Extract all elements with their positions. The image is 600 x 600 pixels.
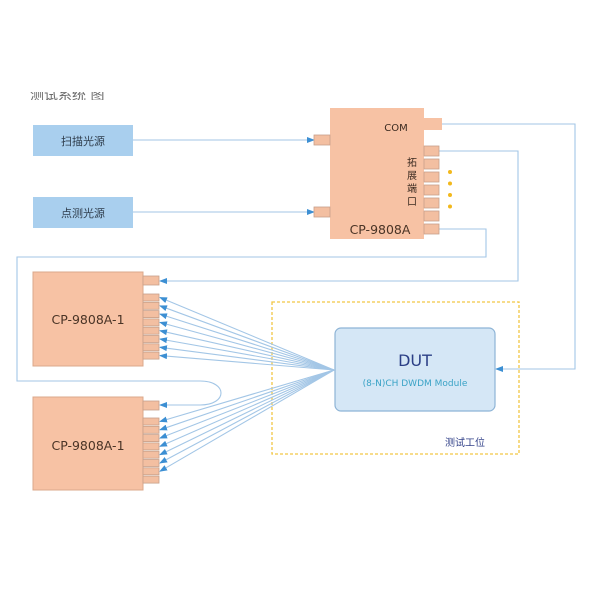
expansion-port-2[interactable] — [423, 158, 440, 170]
sub-switch-2-top-port[interactable] — [142, 400, 160, 411]
expansion-port-3[interactable] — [423, 171, 440, 183]
main-switch[interactable]: COM 拓 展 端 口 CP-9808A — [330, 108, 442, 239]
expansion-label-char-4: 口 — [407, 197, 417, 208]
source-sweep[interactable]: 扫描光源 — [33, 125, 133, 156]
sub-switch-2-model: CP-9808A-1 — [51, 438, 124, 453]
dut-title: DUT — [398, 351, 432, 370]
sub-switch-2-channel-port-6[interactable] — [142, 459, 160, 467]
expansion-port-4[interactable] — [423, 184, 440, 196]
sub-switch-1-channel-port-2[interactable] — [142, 301, 160, 310]
wire-dut-to-sub2-ch3 — [159, 369, 335, 439]
wire-dut-to-sub1-ch7 — [159, 345, 335, 371]
source-sweep-label: 扫描光源 — [61, 134, 105, 148]
diagram-title: 测试系统 图 — [30, 88, 104, 104]
sub-switch-1-body[interactable] — [32, 271, 144, 367]
source-point[interactable]: 点测光源 — [33, 197, 133, 228]
main-input-port-1[interactable] — [313, 134, 331, 146]
wire-dut-to-sub2-ch1 — [159, 369, 335, 423]
wire-dut-to-sub2-ch5 — [159, 369, 335, 456]
sub-switch-1-model: CP-9808A-1 — [51, 312, 124, 327]
sub-switch-2-channel-port-7[interactable] — [142, 467, 160, 476]
dut-subtitle: (8-N)CH DWDM Module — [363, 379, 468, 389]
wire-exp7-to-sub2 — [16, 228, 487, 408]
sub-switch-2-channel-port-1[interactable] — [142, 417, 160, 426]
sub-switch-2-body[interactable] — [32, 396, 144, 491]
sub-switch-2-channel-port-3[interactable] — [142, 434, 160, 443]
sub-switch-2-channel-port-4[interactable] — [142, 442, 160, 451]
source-sweep-box[interactable] — [33, 125, 133, 156]
source-point-label: 点测光源 — [61, 206, 105, 220]
sub-switch-2-channel-port-8[interactable] — [142, 475, 160, 484]
wire-exp1-to-sub1 — [159, 150, 519, 284]
sub-switch-1[interactable]: CP-9808A-1 — [32, 271, 144, 367]
sub-switch-1-channel-port-8[interactable] — [142, 351, 160, 360]
wire-dut-to-sub2-ch2 — [159, 369, 335, 431]
sub-switch-2-channel-port-5[interactable] — [142, 450, 160, 459]
sub-switch-1-channel-port-6[interactable] — [142, 335, 160, 343]
wire-dut-to-sub1-ch8 — [159, 353, 335, 371]
expansion-label-char-1: 拓 — [407, 157, 417, 169]
source-point-box[interactable] — [33, 197, 133, 228]
wire-dut-to-sub2-ch4 — [159, 369, 335, 447]
wire-dut-to-sub2-ch6 — [159, 369, 335, 464]
sub-switch-ports — [142, 275, 160, 484]
fiber-connections — [16, 123, 576, 472]
sub-switch-1-channel-port-4[interactable] — [142, 318, 160, 327]
sub-switch-1-channel-port-1[interactable] — [142, 293, 160, 302]
expansion-port-7[interactable] — [423, 223, 440, 235]
wire-dut-to-sub1-ch4 — [159, 321, 335, 371]
test-station-frame — [271, 301, 520, 455]
com-port[interactable] — [424, 118, 442, 130]
main-switch-ports — [313, 134, 440, 235]
sub-switch-1-channel-port-3[interactable] — [142, 310, 160, 319]
expansion-port-5[interactable] — [423, 197, 440, 209]
sub-switch-1-top-port[interactable] — [142, 275, 160, 286]
test-station-label: 测试工位 — [445, 436, 485, 449]
wire-dut-to-sub1-ch5 — [159, 329, 335, 371]
dut-box[interactable] — [334, 327, 496, 412]
sub-switch-1-channel-port-7[interactable] — [142, 343, 160, 352]
wire-dut-to-sub2-ch7 — [159, 369, 335, 472]
clipped-title: 测试系统 图 — [30, 88, 104, 104]
wire-dut-to-sub1-ch3 — [159, 313, 335, 371]
expansion-port-1[interactable] — [423, 145, 440, 157]
main-switch-body[interactable] — [330, 108, 424, 239]
sub-switch-2-channel-port-2[interactable] — [142, 425, 160, 434]
expansion-label-char-3: 端 — [407, 182, 417, 195]
main-switch-model: CP-9808A — [350, 222, 411, 237]
ellipsis-dot — [448, 193, 452, 197]
wire-dut-to-sub1-ch2 — [159, 305, 335, 371]
main-input-port-2[interactable] — [313, 206, 331, 218]
com-label: COM — [384, 123, 407, 134]
sub-switch-2[interactable]: CP-9808A-1 — [32, 396, 144, 491]
wire-dut-to-sub1-ch1 — [159, 296, 335, 371]
expansion-label-char-2: 展 — [407, 170, 417, 182]
ellipsis-dots — [448, 170, 452, 209]
ellipsis-dot — [448, 181, 452, 186]
wire-com-to-dut — [442, 123, 576, 372]
ellipsis-dot — [448, 204, 452, 209]
dut[interactable]: DUT (8-N)CH DWDM Module — [334, 327, 496, 412]
ellipsis-dot — [448, 170, 452, 174]
expansion-port-6[interactable] — [423, 210, 440, 222]
sub-switch-1-channel-port-5[interactable] — [142, 326, 160, 335]
wire-dut-to-sub1-ch6 — [159, 337, 335, 371]
